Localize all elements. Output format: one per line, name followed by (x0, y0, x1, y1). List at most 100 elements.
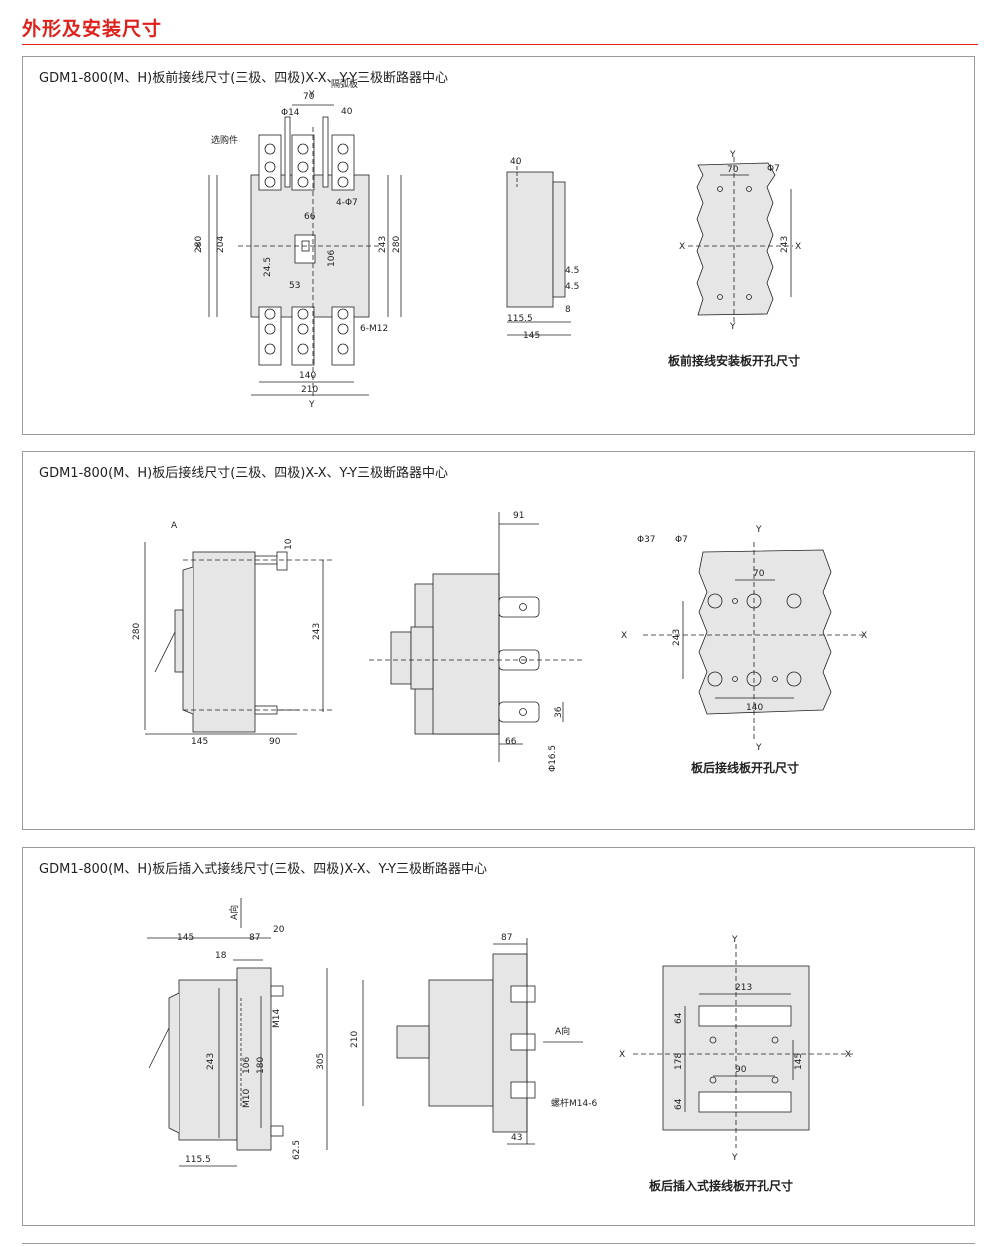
dim-40: 40 (341, 107, 353, 117)
panel-title: GDM1-800(M、H)板后插入式接线尺寸(三极、四极)X-X、Y-Y三极断路… (39, 862, 488, 877)
plate-x-left: X (621, 631, 627, 641)
label-phi7: Φ7 (675, 535, 688, 545)
plugin-plate-caption: 板后插入式接线板开孔尺寸 (649, 1178, 793, 1193)
rear-mounting-plate (698, 549, 832, 715)
page-title-rule (22, 44, 978, 45)
mounting-plate-front (696, 162, 776, 316)
plate-dim-243: 243 (780, 236, 790, 253)
plate-dim-70: 70 (753, 569, 765, 579)
plate-dim-64-bottom: 64 (674, 1098, 684, 1110)
dim-210: 210 (301, 385, 318, 395)
label-y-top: Y (308, 90, 315, 100)
label-stud-m14-6: 螺杆M14-6 (551, 1097, 597, 1109)
dim-20: 20 (273, 925, 285, 935)
plate-y-bottom: Y (729, 322, 736, 332)
dim-8: 8 (565, 305, 571, 315)
label-y-bottom: Y (308, 400, 315, 410)
dim-18: 18 (215, 951, 227, 961)
plate-dim-213: 213 (735, 983, 752, 993)
side-view-body (506, 171, 554, 308)
dim-180: 180 (256, 1057, 266, 1074)
dim-204: 204 (216, 236, 226, 253)
dim-243: 243 (378, 236, 388, 253)
rear-side-body (192, 551, 256, 733)
bottom-terminal-2 (291, 306, 315, 366)
dim-106: 106 (327, 250, 337, 267)
dim-280-right: 280 (392, 236, 402, 253)
plate-y-bottom: Y (731, 1153, 738, 1163)
panel-rear-plugin-wiring: GDM1-800(M、H)板后插入式接线尺寸(三极、四极)X-X、Y-Y三极断路… (22, 847, 975, 1226)
dim-280: 280 (132, 623, 142, 640)
dim-140: 140 (299, 371, 316, 381)
bottom-terminal-1 (258, 306, 282, 366)
dim-91: 91 (513, 511, 524, 521)
plate-dim-90: 90 (735, 1065, 747, 1075)
dim-87-right: 87 (501, 933, 512, 943)
page-title: 外形及安装尺寸 (22, 18, 163, 40)
dim-66: 66 (304, 212, 316, 222)
plate-x-right: X (861, 631, 867, 641)
dim-24-5: 24.5 (263, 257, 273, 277)
label-arc-barrier: 隔弧板 (331, 78, 358, 90)
dim-36: 36 (554, 706, 564, 718)
dim-70: 70 (303, 92, 315, 102)
plate-dim-145: 145 (794, 1053, 804, 1070)
plate-x-left: X (619, 1050, 625, 1060)
front-plate-caption: 板前接线安装板开孔尺寸 (668, 353, 800, 368)
panel-title: GDM1-800(M、H)板前接线尺寸(三极、四极)X-X、Y-Y三极断路器中心 (39, 71, 449, 86)
label-m14: M14 (272, 1009, 282, 1028)
label-phi37: Φ37 (637, 535, 656, 545)
plate-dim-64-top: 64 (674, 1012, 684, 1024)
label-phi16-5: Φ16.5 (548, 745, 558, 772)
plugin-wiring-drawing: 145 87 20 18 A向 243 106 180 M10 M14 305 … (147, 898, 853, 1193)
label-phi14: Φ14 (281, 108, 300, 118)
label-a-direction-2: A向 (555, 1025, 570, 1037)
dim-4-5-b: 4.5 (565, 282, 579, 292)
plate-phi7: Φ7 (767, 164, 780, 174)
panel-front-wiring: GDM1-800(M、H)板前接线尺寸(三极、四极)X-X、Y-Y三极断路器中心 (22, 56, 975, 435)
label-a: A (171, 521, 178, 531)
label-x-left: X (195, 242, 201, 252)
bottom-rule (22, 1243, 975, 1244)
dim-145: 145 (177, 933, 194, 943)
rear-plate-caption: 板后接线板开孔尺寸 (691, 760, 799, 775)
plugin-front-body (428, 979, 494, 1107)
dim-115-5: 115.5 (507, 314, 533, 324)
panel-title: GDM1-800(M、H)板后接线尺寸(三极、四极)X-X、Y-Y三极断路器中心 (39, 466, 449, 481)
plate-dim-243: 243 (672, 629, 682, 646)
dim-4-5-a: 4.5 (565, 266, 579, 276)
plate-x-right: X (845, 1050, 851, 1060)
label-optional: 选购件 (211, 134, 238, 146)
bottom-terminal-3 (331, 306, 355, 366)
panel-rear-wiring: GDM1-800(M、H)板后接线尺寸(三极、四极)X-X、Y-Y三极断路器中心 (22, 451, 975, 830)
dim-280-left: 280 (194, 236, 204, 253)
dim-66: 66 (505, 737, 517, 747)
top-terminal-3 (331, 134, 355, 191)
plate-dim-70: 70 (727, 165, 739, 175)
top-terminal-1 (258, 134, 282, 191)
plate-x-right: X (795, 242, 801, 252)
label-a-direction: A向 (228, 905, 240, 920)
plate-dim-140: 140 (746, 703, 763, 713)
arc-barrier (284, 116, 291, 188)
dim-305: 305 (316, 1053, 326, 1070)
plate-y-bottom: Y (755, 743, 762, 753)
dim-210: 210 (350, 1031, 360, 1048)
dim-106: 106 (242, 1057, 252, 1074)
dim-43: 43 (511, 1133, 522, 1143)
label-6-m12: 6-M12 (360, 324, 388, 334)
dim-90: 90 (269, 737, 281, 747)
dim-145: 145 (191, 737, 208, 747)
dim-10: 10 (284, 538, 294, 550)
front-wiring-drawing: Φ14 70 40 隔弧板 选购件 4-Φ7 66 X 280 204 243 … (194, 78, 801, 410)
plate-dim-178: 178 (674, 1053, 684, 1070)
label-4-phi7: 4-Φ7 (336, 198, 358, 208)
plate-x-left: X (679, 242, 685, 252)
plugin-side-body (178, 979, 238, 1141)
dim-243: 243 (206, 1053, 216, 1070)
dim-62-5: 62.5 (292, 1140, 302, 1160)
dim-145: 145 (523, 331, 540, 341)
dim-87: 87 (249, 933, 260, 943)
plate-y-top: Y (729, 150, 736, 160)
plate-y-top: Y (755, 525, 762, 535)
